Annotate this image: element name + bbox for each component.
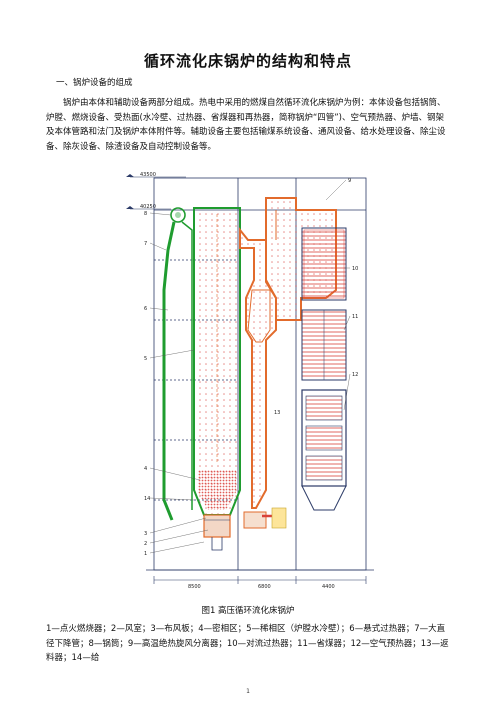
page-title: 循环流化床锅炉的结构和特点 bbox=[143, 52, 352, 70]
convection-superheater bbox=[301, 227, 347, 301]
figure-caption: 图1 高压循环流化床锅炉 bbox=[201, 606, 295, 616]
page-number: 1 bbox=[246, 688, 250, 695]
callout-5: 5 bbox=[144, 356, 147, 362]
callout-2: 2 bbox=[144, 541, 147, 547]
callout-11: 11 bbox=[352, 314, 358, 320]
dim-right-label: 4400 bbox=[322, 584, 335, 590]
callout-9: 9 bbox=[348, 178, 351, 184]
boiler-diagram: 43500 40250 bbox=[126, 170, 374, 590]
loop-seal bbox=[243, 507, 287, 529]
callout-6: 6 bbox=[144, 306, 147, 312]
dimension-line bbox=[153, 576, 367, 584]
callout-14: 14 bbox=[144, 496, 150, 502]
elevation-marker-upper: 40250 bbox=[126, 204, 171, 210]
elevation-upper-label: 40250 bbox=[140, 204, 156, 210]
dim-left-label: 8500 bbox=[188, 584, 201, 590]
elevation-marker-top: 43500 bbox=[126, 172, 186, 178]
callout-12: 12 bbox=[352, 372, 358, 378]
furnace-water-wall bbox=[193, 207, 241, 516]
callout-8: 8 bbox=[144, 211, 147, 217]
callout-7: 7 bbox=[144, 241, 147, 247]
air-preheater bbox=[301, 389, 347, 487]
downcomer-pipe bbox=[162, 221, 176, 521]
air-chamber bbox=[203, 514, 231, 551]
elevation-top-label: 43500 bbox=[140, 172, 156, 178]
figure-legend: 1—点火燃烧器；2—风室；3—布风板；4—密相区；5—稀相区（炉膛水冷壁）；6—… bbox=[46, 624, 449, 663]
callout-1: 1 bbox=[144, 551, 147, 557]
body-paragraph: 锅炉由本体和辅助设备两部分组成。热电中采用的燃煤自然循环流化床锅炉为例：本体设备… bbox=[46, 98, 446, 152]
dim-mid-label: 6800 bbox=[258, 584, 271, 590]
callout-13: 13 bbox=[274, 410, 280, 416]
section-heading: 一、锅炉设备的组成 bbox=[56, 78, 133, 88]
callout-3: 3 bbox=[144, 531, 147, 537]
ash-hopper bbox=[301, 485, 347, 511]
callout-4: 4 bbox=[144, 466, 147, 472]
economizer bbox=[301, 309, 347, 381]
callout-10: 10 bbox=[352, 266, 358, 272]
